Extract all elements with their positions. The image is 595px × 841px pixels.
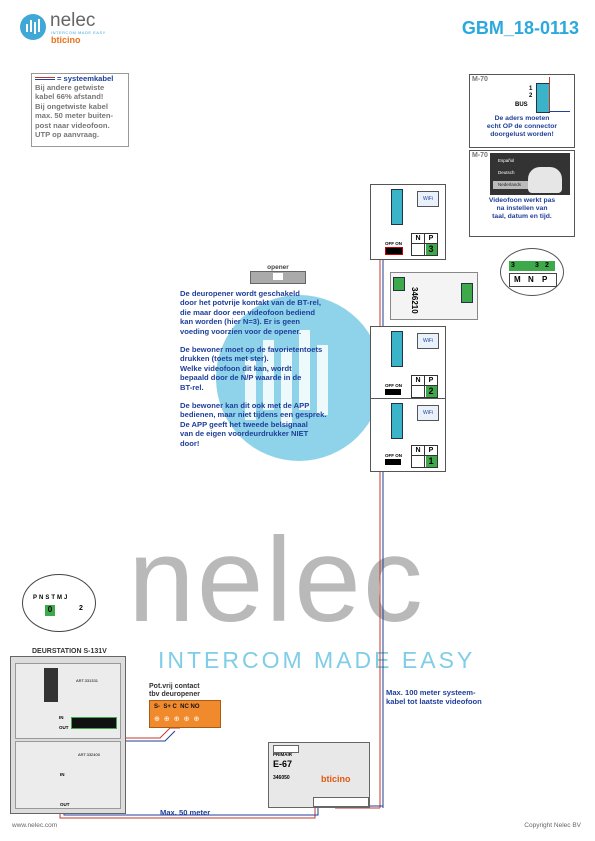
monitor-2-terminals bbox=[391, 331, 403, 367]
opener-label: opener bbox=[267, 264, 289, 271]
doorstation: ART.331331 IN OUT ART.332400 IN OUT bbox=[10, 656, 126, 814]
doorstation-title: DEURSTATION S-131V bbox=[32, 648, 107, 655]
menu-nederlands: Nederlands bbox=[493, 181, 533, 189]
m70-top-pin1: 1 bbox=[529, 86, 533, 92]
footer-right: Copyright Nelec BV bbox=[524, 822, 581, 829]
contact-screws: ⊕⊕⊕⊕⊕ bbox=[154, 716, 204, 723]
brand-partner: bticino bbox=[51, 35, 81, 45]
max50-note: Max. 50 meter bbox=[160, 808, 211, 817]
np-n-header: N bbox=[411, 233, 425, 244]
module1-connector bbox=[44, 668, 58, 702]
relay-terminal-right bbox=[461, 283, 473, 303]
hand-icon bbox=[528, 167, 562, 193]
brand-tagline: INTERCOM MADE EASY bbox=[51, 30, 106, 35]
monitor-3-terminals bbox=[391, 403, 403, 439]
legend-box: = systeemkabel Bij andere getwiste kabel… bbox=[31, 73, 129, 147]
monitor-2-switch bbox=[385, 389, 401, 395]
relay-code: 346210 bbox=[410, 287, 419, 314]
monitor-2-offon: OFF ON bbox=[385, 383, 402, 388]
m70-bottom-box: M-70 Español Deutsch Nederlands Videofoo… bbox=[469, 150, 575, 237]
legend-lines: Bij andere getwiste kabel 66% afstand! B… bbox=[35, 83, 114, 140]
monitor-3-wifi: WiFi bbox=[417, 405, 439, 421]
module2-out: OUT bbox=[60, 802, 70, 807]
zoom-jumper: 2 bbox=[79, 605, 83, 612]
cable-label: = systeemkabel bbox=[57, 74, 114, 83]
psu-bottom-terminals bbox=[313, 797, 369, 807]
opener: opener bbox=[250, 264, 306, 284]
doorstation-module-2: ART.332400 IN OUT bbox=[15, 741, 121, 809]
m70-bottom-note: Videofoon werkt pas na instellen van taa… bbox=[488, 197, 556, 220]
zoom-value-box: 0 bbox=[45, 605, 55, 616]
module2-in: IN bbox=[60, 772, 65, 777]
menu-deutsch: Deutsch bbox=[498, 170, 515, 175]
module-in-1: IN bbox=[59, 715, 64, 720]
m70-top-label: M-70 bbox=[472, 76, 488, 83]
m70-bottom-label: M-70 bbox=[472, 152, 488, 159]
m70-top-box: M-70 1 2 BUS De aders moeten echt OP de … bbox=[469, 74, 575, 148]
relay-zoom: 3 3 2 M N P bbox=[500, 248, 564, 296]
monitor-1-terminals bbox=[391, 189, 403, 225]
psu-model: E-67 bbox=[273, 759, 293, 769]
nelec-logo-icon bbox=[20, 14, 46, 40]
monitor-1-switch bbox=[385, 247, 403, 255]
menu-espanol: Español bbox=[498, 158, 515, 163]
np-n-value bbox=[411, 243, 425, 256]
bt-relay: 346210 bbox=[390, 272, 478, 320]
footer-left: www.nelec.com bbox=[12, 822, 58, 829]
m70-bus-label: BUS bbox=[515, 102, 528, 108]
m70-screen: Español Deutsch Nederlands bbox=[490, 153, 570, 195]
brand-logo: nelec INTERCOM MADE EASY bticino bbox=[20, 10, 130, 46]
monitor-1-offon: OFF ON bbox=[385, 241, 402, 246]
note-p1: De deuropener wordt geschakeld door het … bbox=[180, 289, 321, 336]
contact-terminals: S- S+ C NC NO bbox=[154, 704, 200, 710]
cable-legend-icon bbox=[35, 77, 55, 80]
relay-terminal-left bbox=[393, 277, 405, 291]
contact-block: S- S+ C NC NO ⊕⊕⊕⊕⊕ bbox=[149, 700, 221, 728]
module1-code: ART.331331 bbox=[76, 678, 98, 683]
np-p-value: 3 bbox=[424, 243, 438, 256]
monitor-1-wifi: WiFi bbox=[417, 191, 439, 207]
relay-zoom-pins: M N P bbox=[509, 273, 557, 287]
relay-zoom-top: 3 3 2 bbox=[509, 261, 555, 271]
psu-primair: PRIMAIR bbox=[273, 752, 292, 757]
monitor-3-offon: OFF ON bbox=[385, 453, 402, 458]
psu-top-terminals bbox=[273, 745, 299, 753]
doc-code: GBM_18-0113 bbox=[461, 18, 579, 38]
note-p3: De bewoner kan dit ook met de APP bedien… bbox=[180, 401, 327, 448]
note-p2: De bewoner moet op de favorietentoets dr… bbox=[180, 345, 323, 392]
module-out-1: OUT bbox=[59, 725, 69, 730]
m70-top-pin2: 2 bbox=[529, 93, 533, 99]
contact-title: Pot.vrij contact tbv deuropener bbox=[149, 683, 200, 698]
doorstation-terminal-block bbox=[71, 717, 117, 729]
max100-note: Max. 100 meter systeem- kabel tot laatst… bbox=[386, 688, 482, 707]
np-p-header: P bbox=[424, 233, 438, 244]
psu-brand: bticino bbox=[321, 774, 351, 784]
opener-body bbox=[250, 271, 306, 284]
monitor-3-switch bbox=[385, 459, 401, 465]
m70-wire bbox=[549, 77, 570, 112]
module2-code: ART.332400 bbox=[78, 752, 100, 757]
monitor-2-wifi: WiFi bbox=[417, 333, 439, 349]
center-notes: De deuropener wordt geschakeld door het … bbox=[180, 289, 380, 448]
m70-top-note: De aders moeten echt OP de connector doo… bbox=[486, 115, 558, 138]
psu-code: 346050 bbox=[273, 775, 290, 781]
brand-name: nelec bbox=[50, 10, 96, 31]
psu: PRIMAIR E-67 346050 bticino bbox=[268, 742, 370, 808]
